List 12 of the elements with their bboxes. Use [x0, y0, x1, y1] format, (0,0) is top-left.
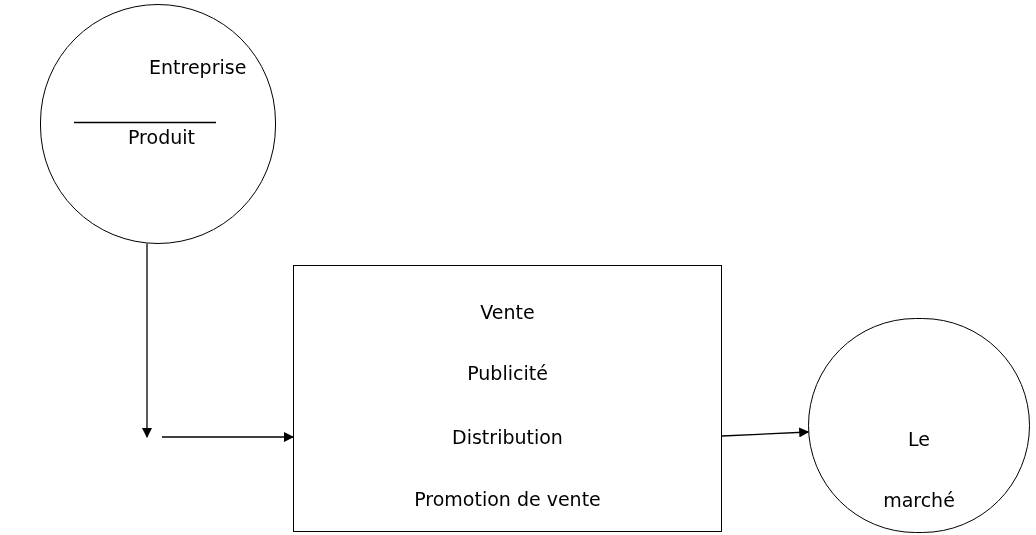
node-label: Promotion de vente: [413, 487, 602, 511]
arrow: [721, 427, 810, 438]
node-label: Distribution: [451, 425, 564, 449]
node-label: Publicité: [466, 361, 549, 385]
node-label: Le: [907, 427, 931, 451]
arrow: [161, 432, 294, 442]
node-label: Produit: [128, 125, 195, 149]
arrow: [142, 242, 152, 438]
node-label: Vente: [479, 300, 536, 324]
process-box: [293, 265, 722, 532]
node-label: marché: [882, 488, 956, 512]
node-label: Entreprise: [149, 55, 247, 79]
